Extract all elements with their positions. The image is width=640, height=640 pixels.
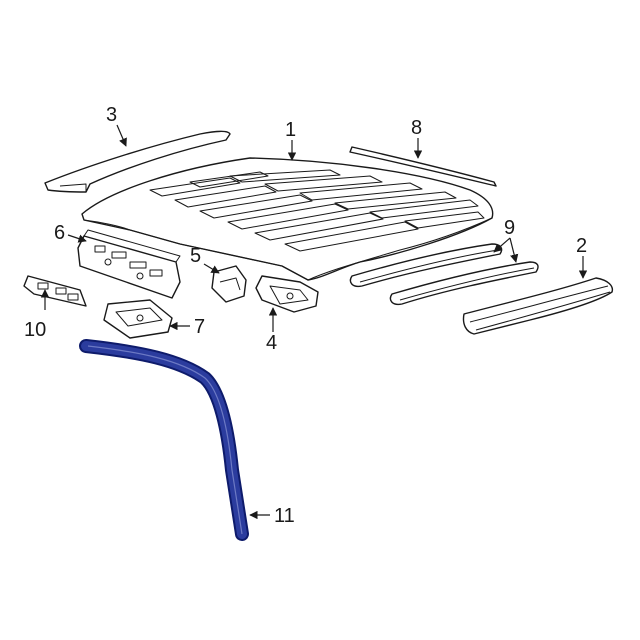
callout-8: 8 — [411, 117, 422, 139]
part-bracket-10[interactable] — [23, 275, 87, 307]
part-roof-bows[interactable] — [349, 243, 539, 306]
callout-10: 10 — [24, 319, 46, 341]
callout-7: 7 — [194, 316, 205, 338]
part-bracket-4[interactable] — [255, 275, 319, 313]
callout-3: 3 — [106, 104, 117, 126]
callout-6: 6 — [54, 222, 65, 244]
part-bracket-6[interactable] — [77, 229, 181, 299]
callout-2: 2 — [576, 235, 587, 257]
callout-4: 4 — [266, 332, 277, 354]
callout-1: 1 — [285, 119, 296, 141]
part-roof-molding[interactable] — [349, 146, 497, 187]
part-roof-panel[interactable] — [81, 157, 494, 281]
callout-11: 11 — [274, 505, 295, 527]
part-clip-5[interactable] — [211, 265, 247, 303]
callout-9: 9 — [504, 217, 515, 239]
part-front-header[interactable] — [44, 130, 231, 193]
part-bracket-7[interactable] — [103, 299, 173, 339]
callout-labels: 1 2 3 4 5 6 7 8 9 10 11 — [24, 104, 587, 527]
leader-lines — [40, 124, 588, 520]
part-rear-header[interactable] — [462, 277, 614, 335]
callout-5: 5 — [190, 245, 201, 267]
part-weatherstrip[interactable] — [79, 339, 249, 541]
